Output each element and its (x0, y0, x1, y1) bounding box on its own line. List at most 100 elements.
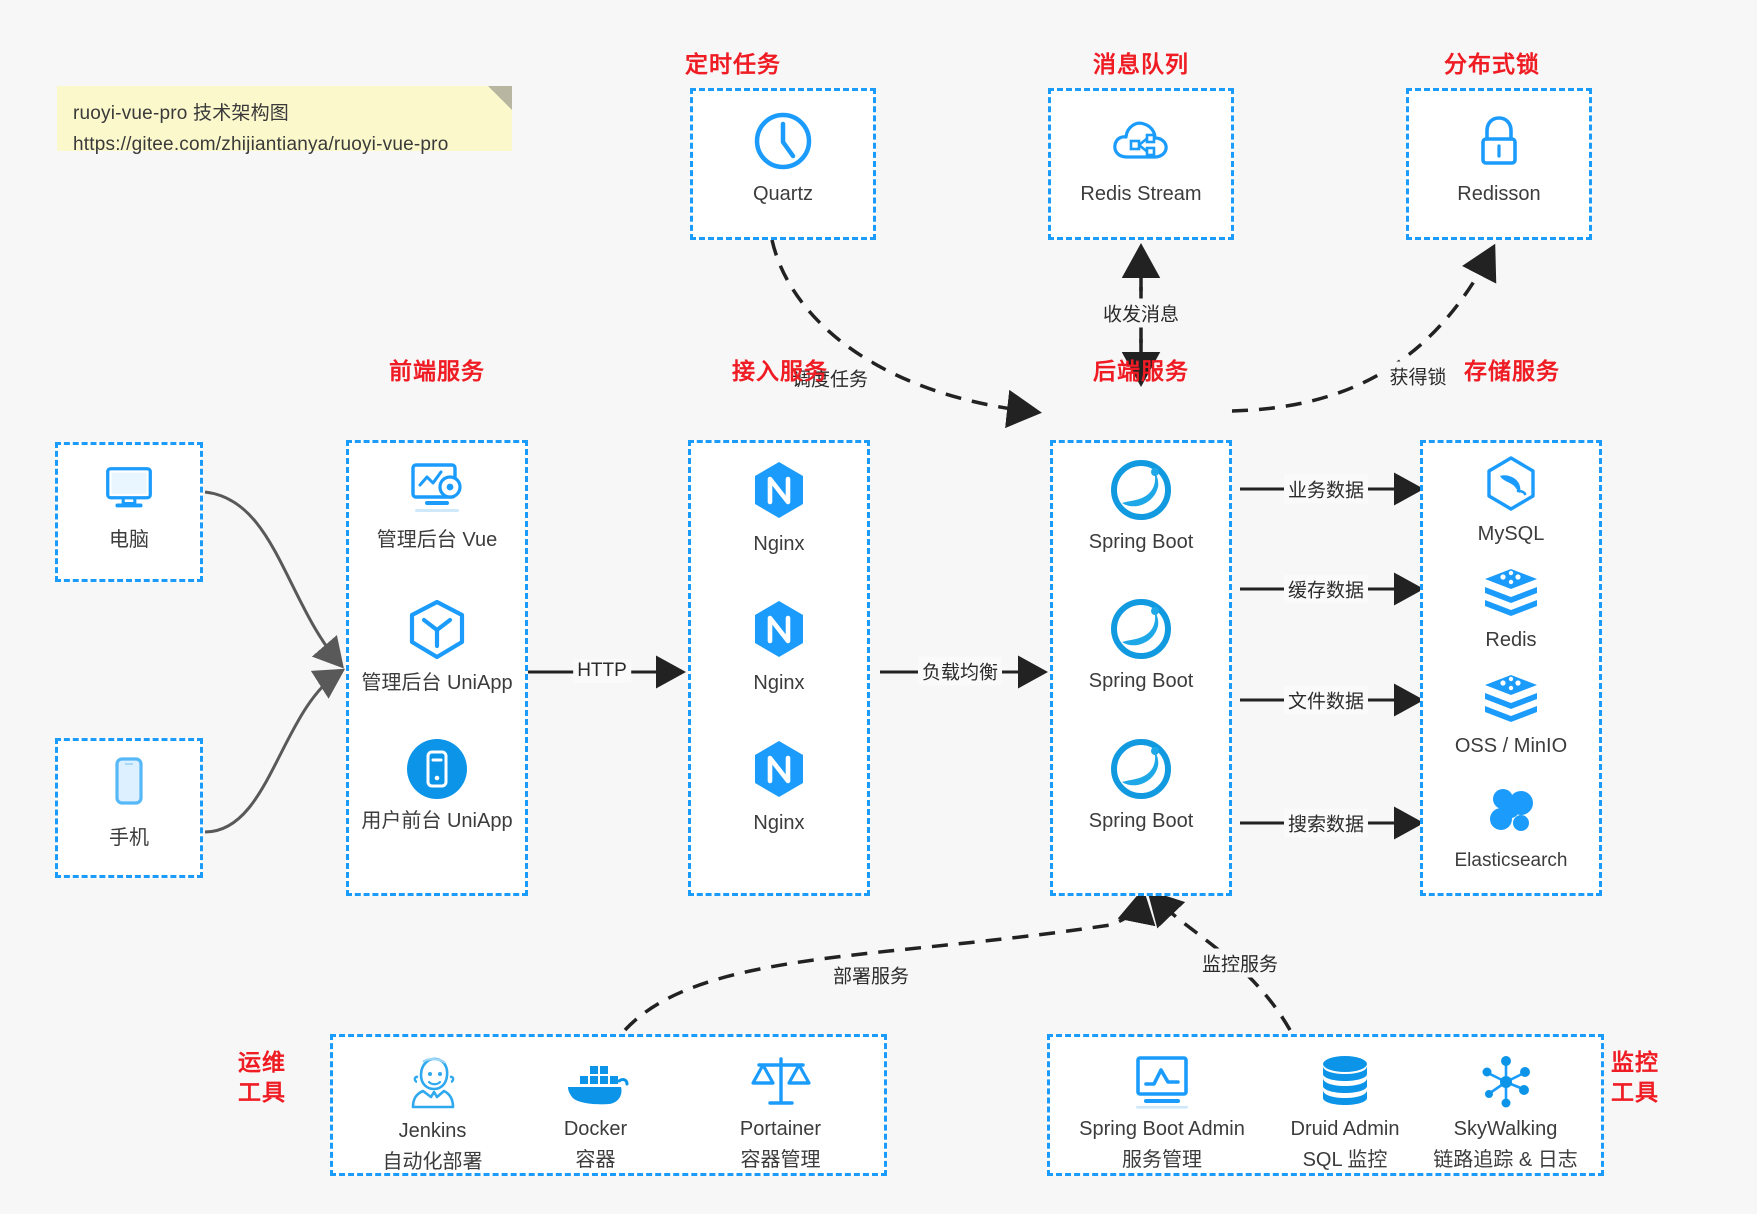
group-title-monitor: 监控 工具 (1611, 1047, 1659, 1107)
oss-icon (1485, 675, 1537, 722)
node-mysql[interactable]: MySQL (1423, 455, 1599, 548)
node-nginx-3[interactable]: Nginx (691, 738, 867, 837)
redis-icon (1485, 569, 1537, 616)
node-label: Redis Stream (1080, 183, 1202, 205)
group-gateway: Nginx Nginx Nginx (688, 440, 870, 896)
spring-boot-icon (1111, 599, 1171, 659)
edge-label-cache-data: 缓存数据 (1283, 574, 1369, 604)
edge-label-deploy-service: 部署服务 (828, 960, 914, 990)
group-title-devops: 运维 工具 (238, 1047, 286, 1107)
tool-desc: 容器 (575, 1149, 616, 1171)
phone-icon (115, 757, 143, 805)
elasticsearch-icon (1490, 789, 1533, 831)
edge-label-acquire-lock: 获得锁 (1385, 361, 1451, 391)
node-spring-boot-2[interactable]: Spring Boot (1053, 598, 1229, 695)
skywalking-icon (1482, 1056, 1530, 1108)
group-title-devops-line2: 工具 (238, 1079, 286, 1105)
node-nginx-1[interactable]: Nginx (691, 459, 867, 558)
node-quartz[interactable]: Quartz (693, 109, 873, 208)
group-mq: Redis Stream (1048, 88, 1234, 240)
tool-desc: 自动化部署 (382, 1151, 483, 1173)
tool-druid-admin[interactable]: Druid Admin SQL 监控 (1265, 1053, 1425, 1172)
note-fold-corner (488, 86, 512, 110)
node-label: 管理后台 Vue (376, 529, 498, 551)
node-label: Nginx (753, 533, 805, 555)
node-label: 手机 (109, 827, 149, 849)
monitor-chart-icon (1136, 1056, 1188, 1109)
tool-name: Spring Boot Admin (1079, 1118, 1245, 1140)
node-label: 用户前台 UniApp (361, 810, 513, 832)
group-title-mq: 消息队列 (1093, 51, 1189, 77)
node-pc[interactable]: 电脑 (58, 461, 200, 554)
group-client-pc: 电脑 (55, 442, 203, 582)
node-label: Quartz (752, 183, 814, 205)
group-devops: Jenkins 自动化部署 Docker 容器 (330, 1034, 887, 1176)
desktop-icon (106, 467, 152, 508)
node-oss-minio[interactable]: OSS / MinIO (1423, 673, 1599, 760)
tool-jenkins[interactable]: Jenkins 自动化部署 (355, 1051, 510, 1174)
group-title-lock: 分布式锁 (1444, 51, 1540, 77)
node-label: Elasticsearch (1454, 850, 1568, 871)
tool-name: Jenkins (398, 1120, 467, 1142)
node-nginx-2[interactable]: Nginx (691, 598, 867, 697)
tool-name: Docker (563, 1118, 628, 1140)
node-mobile[interactable]: 手机 (58, 755, 200, 852)
edge-label-load-balance: 负载均衡 (917, 656, 1003, 686)
node-admin-uniapp[interactable]: 管理后台 UniApp (349, 598, 525, 697)
node-elasticsearch[interactable]: Elasticsearch (1423, 783, 1599, 874)
docker-icon (567, 1066, 628, 1105)
nginx-icon (755, 741, 803, 797)
group-title-monitor-line1: 监控 (1611, 1049, 1659, 1075)
edge-label-file-data: 文件数据 (1283, 685, 1369, 715)
edge-label-schedule-task: 调度任务 (787, 363, 873, 393)
nginx-icon (755, 462, 803, 518)
node-spring-boot-1[interactable]: Spring Boot (1053, 459, 1229, 556)
tool-spring-boot-admin[interactable]: Spring Boot Admin 服务管理 (1062, 1053, 1262, 1172)
tool-portainer[interactable]: Portainer 容器管理 (698, 1053, 863, 1172)
jenkins-icon (411, 1057, 454, 1109)
group-monitor: Spring Boot Admin 服务管理 Druid Admin SQL 监… (1047, 1034, 1604, 1176)
note-line-2: https://gitee.com/zhijiantianya/ruoyi-vu… (73, 134, 449, 155)
clock-icon (754, 112, 812, 170)
group-storage: MySQL Redis (1420, 440, 1602, 896)
node-label: 管理后台 UniApp (361, 672, 513, 694)
tool-name: Druid Admin (1290, 1118, 1400, 1140)
group-backend: Spring Boot Spring Boot Spring Boot (1050, 440, 1232, 896)
node-label: Spring Boot (1088, 810, 1194, 832)
tool-docker[interactable]: Docker 容器 (518, 1059, 673, 1172)
note-line-1: ruoyi-vue-pro 技术架构图 (73, 103, 290, 124)
edge-label-http: HTTP (573, 659, 631, 683)
group-title-devops-line1: 运维 (238, 1049, 286, 1075)
group-frontend: 管理后台 Vue 管理后台 UniApp 用户前台 UniApp (346, 440, 528, 896)
node-label: Redis (1485, 629, 1537, 651)
cloud-stream-icon (1113, 121, 1168, 159)
tool-desc: 服务管理 (1122, 1149, 1202, 1171)
group-title-frontend: 前端服务 (389, 358, 485, 384)
node-label: Redisson (1457, 183, 1541, 205)
tool-name: Portainer (739, 1118, 822, 1140)
group-title-scheduler: 定时任务 (685, 51, 781, 77)
node-spring-boot-3[interactable]: Spring Boot (1053, 738, 1229, 835)
tool-desc: 链路追踪 & 日志 (1433, 1149, 1578, 1171)
node-user-uniapp[interactable]: 用户前台 UniApp (349, 738, 525, 835)
node-redisson[interactable]: Redisson (1409, 109, 1589, 208)
tool-desc: SQL 监控 (1302, 1149, 1388, 1171)
node-admin-vue[interactable]: 管理后台 Vue (349, 459, 525, 554)
group-title-monitor-line2: 工具 (1611, 1079, 1659, 1105)
mobile-app-icon (407, 739, 467, 799)
tool-name: SkyWalking (1453, 1118, 1558, 1140)
node-label: Nginx (753, 812, 805, 834)
tool-skywalking[interactable]: SkyWalking 链路追踪 & 日志 (1413, 1053, 1598, 1172)
diagram-note: ruoyi-vue-pro 技术架构图 https://gitee.com/zh… (57, 86, 512, 155)
dashboard-gear-icon (411, 463, 462, 512)
nginx-icon (755, 601, 803, 657)
group-scheduler: Quartz (690, 88, 876, 240)
node-redis[interactable]: Redis (1423, 567, 1599, 654)
node-label: Nginx (753, 672, 805, 694)
tool-desc: 容器管理 (740, 1149, 821, 1171)
node-redis-stream[interactable]: Redis Stream (1051, 109, 1231, 208)
spring-boot-icon (1111, 460, 1171, 520)
edge-label-business-data: 业务数据 (1283, 474, 1369, 504)
node-label: MySQL (1477, 523, 1545, 545)
